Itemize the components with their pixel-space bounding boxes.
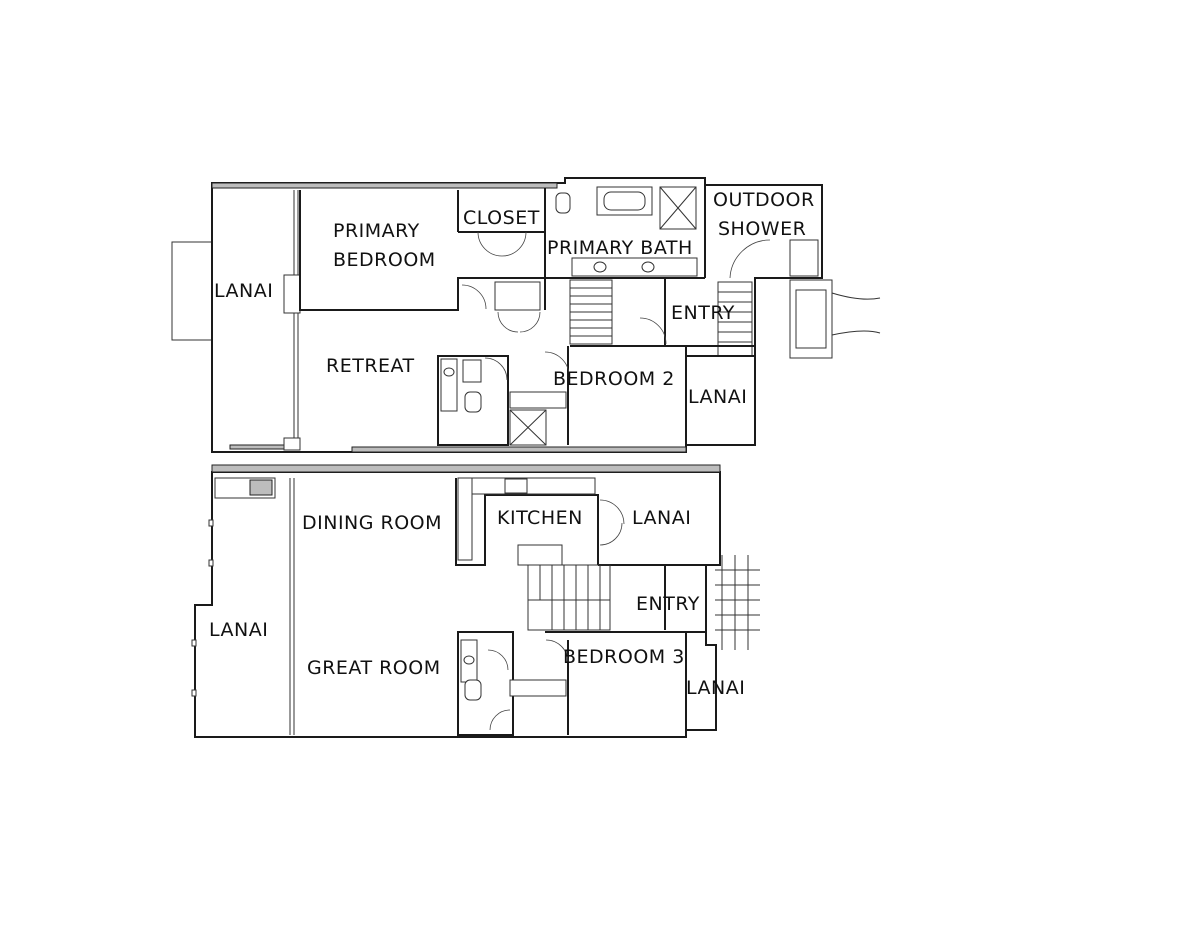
kitchen-range bbox=[504, 478, 528, 494]
kitchen-wall bbox=[455, 478, 599, 566]
lower-toilet bbox=[464, 679, 482, 701]
label-primary-bath: PRIMARY BATH bbox=[547, 237, 693, 259]
upper-north-wall-hatch bbox=[211, 182, 558, 189]
lower-north-wall-hatch bbox=[211, 464, 721, 473]
lower-sink bbox=[463, 655, 475, 665]
entry-door-swing bbox=[639, 317, 667, 345]
bedroom-door-swing bbox=[461, 284, 487, 310]
upper-south-wall-hatch-west bbox=[229, 444, 291, 450]
outdoor-shower-pan bbox=[789, 239, 819, 277]
shower-diag-2 bbox=[659, 186, 697, 230]
lower-floor bbox=[191, 464, 760, 738]
retreat-tub-small bbox=[462, 359, 482, 383]
retreat-vanity bbox=[440, 358, 458, 412]
lower-lanai-posts bbox=[191, 519, 214, 697]
bathtub-inner bbox=[603, 191, 646, 211]
label-lanai-upper-west: LANAI bbox=[214, 280, 273, 302]
retreat-bath-door bbox=[484, 357, 508, 381]
lower-closet-door bbox=[489, 709, 511, 731]
label-dining-room: DINING ROOM bbox=[302, 512, 442, 534]
retreat-toilet bbox=[464, 391, 482, 413]
upper-south-wall-hatch bbox=[351, 446, 687, 453]
label-entry-upper: ENTRY bbox=[671, 302, 735, 324]
label-outdoor-shower-line1: OUTDOOR bbox=[713, 189, 815, 211]
retreat-shower-diag-2 bbox=[509, 409, 547, 446]
entry-gate-inner bbox=[795, 289, 827, 349]
label-closet: CLOSET bbox=[463, 207, 540, 229]
upper-floor bbox=[171, 177, 881, 453]
kitchen-lanai-door bbox=[599, 499, 625, 546]
outdoor-shower-door bbox=[729, 239, 771, 279]
column bbox=[283, 274, 301, 314]
sink-left bbox=[593, 261, 607, 273]
bedroom2-door-swing bbox=[544, 351, 570, 377]
label-kitchen: KITCHEN bbox=[497, 507, 583, 529]
kitchen-counter-west bbox=[457, 477, 473, 561]
sink-right bbox=[641, 261, 655, 273]
lower-stair bbox=[517, 544, 611, 631]
closet-door-swing bbox=[477, 231, 527, 257]
label-bedroom-3: BEDROOM 3 bbox=[563, 646, 685, 668]
bedroom2-closet bbox=[509, 391, 567, 409]
upper-stair bbox=[569, 279, 613, 345]
retreat-door-swing bbox=[497, 311, 541, 333]
column-south bbox=[283, 437, 301, 451]
label-entry-lower: ENTRY bbox=[636, 593, 700, 615]
label-bedroom-2: BEDROOM 2 bbox=[553, 368, 675, 390]
lower-entry-trellis bbox=[715, 555, 760, 650]
entry-path bbox=[831, 292, 881, 336]
bedroom3-door-swing bbox=[545, 639, 569, 663]
bath-vanity bbox=[571, 257, 698, 277]
label-lanai-lower-east: LANAI bbox=[686, 677, 745, 699]
retreat-sink bbox=[443, 367, 455, 377]
label-lanai-lower-west: LANAI bbox=[209, 619, 268, 641]
lower-bath-door bbox=[487, 649, 509, 671]
primary-bedroom-wall bbox=[299, 190, 545, 311]
label-outdoor-shower-line2: SHOWER bbox=[718, 218, 806, 240]
kitchen-counter-north bbox=[469, 477, 596, 495]
upper-balcony-projection bbox=[171, 241, 213, 341]
label-lanai-upper-east: LANAI bbox=[688, 386, 747, 408]
bbq-grill bbox=[249, 479, 273, 496]
label-primary-bedroom-line1: PRIMARY bbox=[333, 220, 420, 242]
entry-gate-frame bbox=[789, 279, 833, 359]
room-labels: LANAI PRIMARY BEDROOM CLOSET PRIMARY BAT… bbox=[209, 189, 815, 699]
wardrobe bbox=[494, 281, 541, 311]
label-lanai-lower-northeast: LANAI bbox=[632, 507, 691, 529]
bedroom3-closet bbox=[509, 679, 567, 697]
label-retreat: RETREAT bbox=[326, 355, 415, 377]
retreat-bath-wall bbox=[437, 355, 509, 446]
bath-toilet bbox=[555, 192, 571, 214]
label-great-room: GREAT ROOM bbox=[307, 657, 441, 679]
label-primary-bedroom-line2: BEDROOM bbox=[333, 249, 436, 271]
